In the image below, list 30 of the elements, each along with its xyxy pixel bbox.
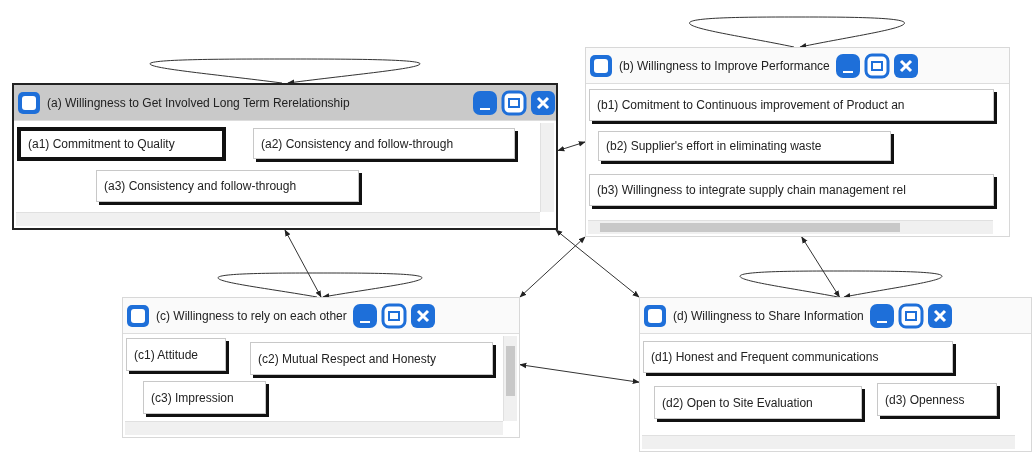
arrow [519, 236, 586, 298]
arrow [284, 229, 322, 298]
factor-card: (b3) Willingness to integrate supply chain management rel [589, 174, 994, 206]
window-panel [122, 297, 520, 438]
arrow [557, 141, 586, 152]
window-title: (a) Willingness to Get Involved Long Term Rerelationship [46, 95, 351, 110]
window-title: (b) Willingness to Improve Performance [618, 58, 831, 73]
factor-card: (b2) Supplier's effort in eliminating waste [598, 131, 891, 161]
self-loop-arrow [149, 58, 421, 85]
factor-card: (c2) Mutual Respect and Honesty [250, 342, 493, 375]
self-loop-arrow [739, 270, 943, 299]
factor-card: (a2) Consistency and follow-through [253, 128, 515, 159]
factor-card: (d3) Openness [877, 383, 997, 416]
factor-card: (c3) Impression [143, 381, 266, 414]
factor-card: (a3) Consistency and follow-through [96, 170, 359, 202]
factor-card: (d2) Open to Site Evaluation [654, 386, 862, 419]
window-panel [585, 47, 1010, 237]
arrow [801, 236, 840, 298]
factor-card: (b1) Comitment to Continuous improvement of Product an [589, 89, 994, 121]
factor-card: (a1) Commitment to Quality [17, 127, 226, 161]
factor-card: (d1) Honest and Frequent communications [643, 341, 953, 373]
window-title: (c) Willingness to rely on each other [155, 308, 348, 323]
self-loop-arrow [217, 272, 423, 299]
arrow [555, 229, 640, 298]
window-title: (d) Willingness to Share Information [672, 308, 865, 323]
window-panel [12, 83, 558, 230]
arrow [519, 362, 640, 385]
factor-card: (c1) Attitude [126, 338, 226, 371]
self-loop-arrow [689, 16, 905, 49]
window-panel [639, 297, 1032, 452]
